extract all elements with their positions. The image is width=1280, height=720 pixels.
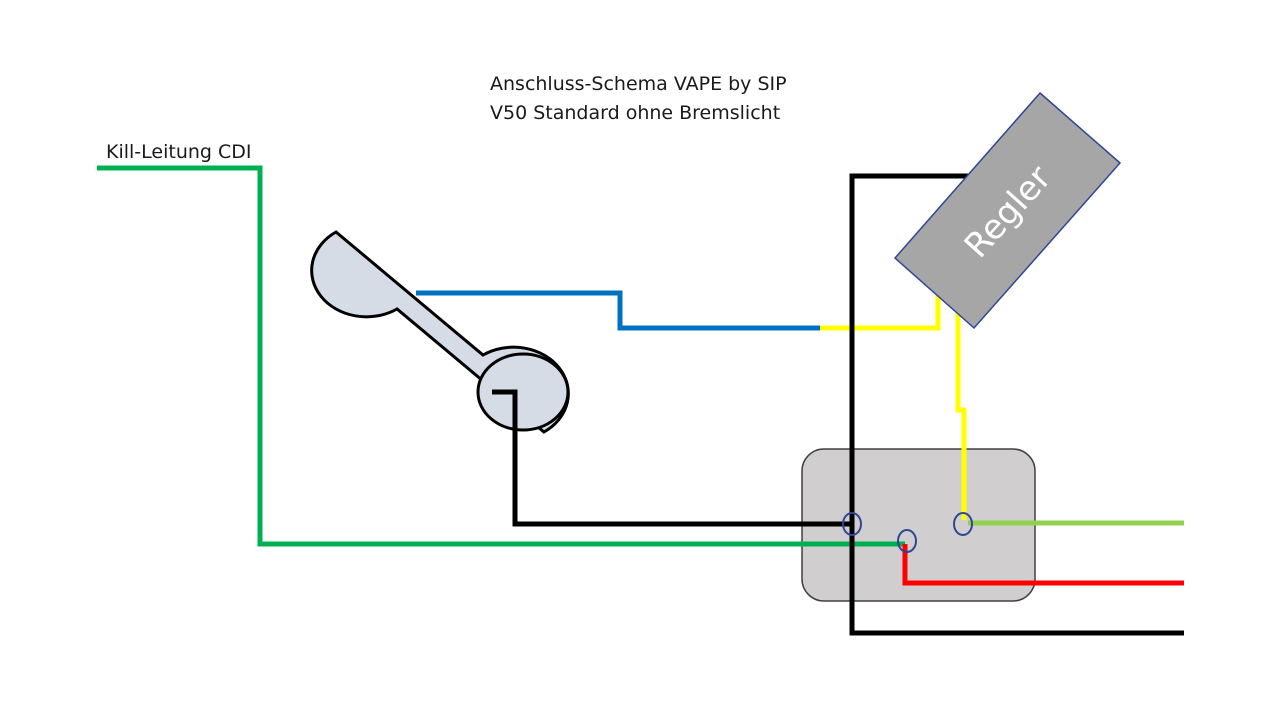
terminal-left <box>842 512 862 536</box>
terminal-right <box>953 512 973 536</box>
wire-red <box>902 544 1184 586</box>
wire-kill-green <box>97 165 905 547</box>
terminal-middle <box>897 529 917 553</box>
kill-wire-label: Kill-Leitung CDI <box>106 141 252 163</box>
regulator-body <box>893 91 1122 330</box>
wire-black-ground <box>849 173 1184 636</box>
wire-black-coil <box>492 389 852 527</box>
wire-blue <box>416 290 820 331</box>
regulator: Regler <box>893 91 1122 330</box>
ignition-coil <box>310 230 570 434</box>
diagram-title-line-1: Anschluss-Schema VAPE by SIP <box>490 73 787 95</box>
diagram-title-line-2: V50 Standard ohne Bremslicht <box>490 102 780 124</box>
wire-yellow-1 <box>820 292 941 331</box>
wire-yellow-2 <box>955 312 967 520</box>
coil-end-cap <box>476 352 570 432</box>
